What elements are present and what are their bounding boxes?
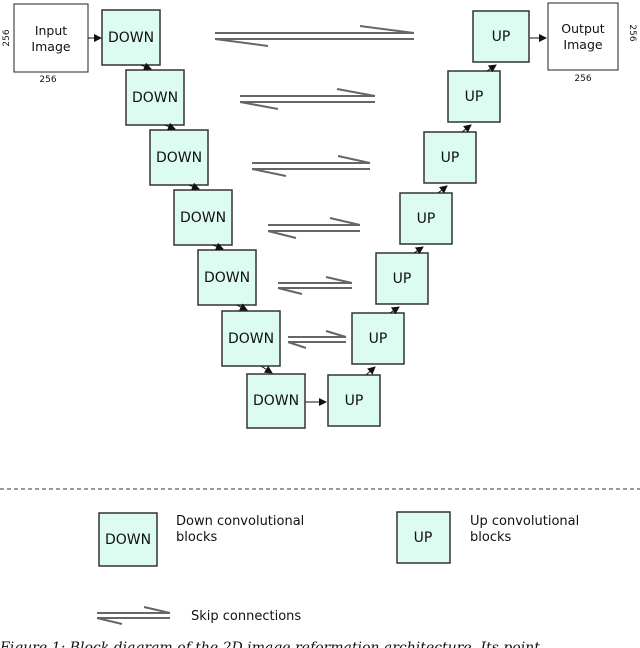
legend-up-box-label: UP: [414, 530, 433, 546]
up-block: UP: [327, 374, 381, 427]
down-block-label: DOWN: [132, 90, 178, 106]
down-arrow: [140, 62, 152, 71]
down-block: DOWN: [246, 373, 306, 429]
output-label-line1: Output: [561, 21, 605, 36]
down-block-label: DOWN: [253, 393, 299, 409]
legend-up-description-line2: blocks: [470, 530, 511, 545]
down-block-label: DOWN: [204, 270, 250, 286]
legend-down-box-label: DOWN: [105, 532, 151, 548]
legend-up-description-line1: Up convolutional: [470, 514, 579, 529]
input-label-line2: Image: [31, 39, 70, 54]
down-arrow: [260, 365, 273, 374]
input-width-label: 256: [39, 75, 56, 85]
up-block-label: UP: [492, 29, 511, 45]
skip-connection: [267, 217, 361, 239]
skip-connection: [251, 155, 371, 177]
down-block: DOWN: [173, 189, 233, 246]
input-label-line1: Input: [35, 23, 67, 38]
up-block-label: UP: [345, 393, 364, 409]
down-block: DOWN: [101, 9, 161, 66]
legend-skip-connection-icon: [96, 606, 171, 625]
input-image-box: Input Image: [13, 3, 89, 73]
down-arrow: [212, 242, 224, 251]
output-width-label: 256: [574, 74, 591, 84]
skip-connection: [287, 330, 347, 349]
legend-up-box: UP: [396, 511, 451, 564]
up-arrow: [486, 64, 497, 73]
up-arrow: [413, 246, 424, 255]
figure-caption: Figure 1: Block diagram of the 2D image …: [0, 640, 540, 648]
up-arrow: [389, 306, 400, 315]
up-block: UP: [351, 312, 405, 365]
up-block: UP: [399, 192, 453, 245]
skip-connection: [214, 25, 415, 47]
up-block-label: UP: [417, 211, 436, 227]
legend-down-box: DOWN: [98, 512, 158, 567]
skip-connection: [277, 276, 353, 295]
down-arrow: [236, 303, 248, 311]
up-block-label: UP: [465, 89, 484, 105]
down-block-label: DOWN: [156, 150, 202, 166]
down-arrow: [188, 182, 200, 191]
legend-down-description-line1: Down convolutional: [176, 514, 304, 529]
up-block: UP: [375, 252, 429, 305]
up-arrow: [365, 366, 376, 376]
down-block-label: DOWN: [180, 210, 226, 226]
output-height-label: 256: [627, 24, 637, 41]
output-image-box: Output Image: [547, 2, 619, 71]
up-block: UP: [423, 131, 477, 184]
down-block: DOWN: [197, 249, 257, 306]
down-block-label: DOWN: [108, 30, 154, 46]
output-label-line2: Image: [563, 37, 602, 52]
down-block: DOWN: [149, 129, 209, 186]
up-block-label: UP: [393, 271, 412, 287]
down-block: DOWN: [221, 310, 281, 367]
legend-skip-connection-label: Skip connections: [191, 609, 301, 624]
down-block-label: DOWN: [228, 331, 274, 347]
skip-connection: [239, 88, 376, 110]
up-arrow: [461, 124, 472, 133]
down-arrow: [164, 122, 176, 131]
down-block: DOWN: [125, 69, 185, 126]
up-block-label: UP: [369, 331, 388, 347]
up-block: UP: [472, 10, 530, 63]
up-block: UP: [447, 70, 501, 123]
input-height-label: 256: [2, 29, 12, 46]
up-arrow: [437, 185, 448, 194]
up-block-label: UP: [441, 150, 460, 166]
legend-down-description-line2: blocks: [176, 530, 217, 545]
